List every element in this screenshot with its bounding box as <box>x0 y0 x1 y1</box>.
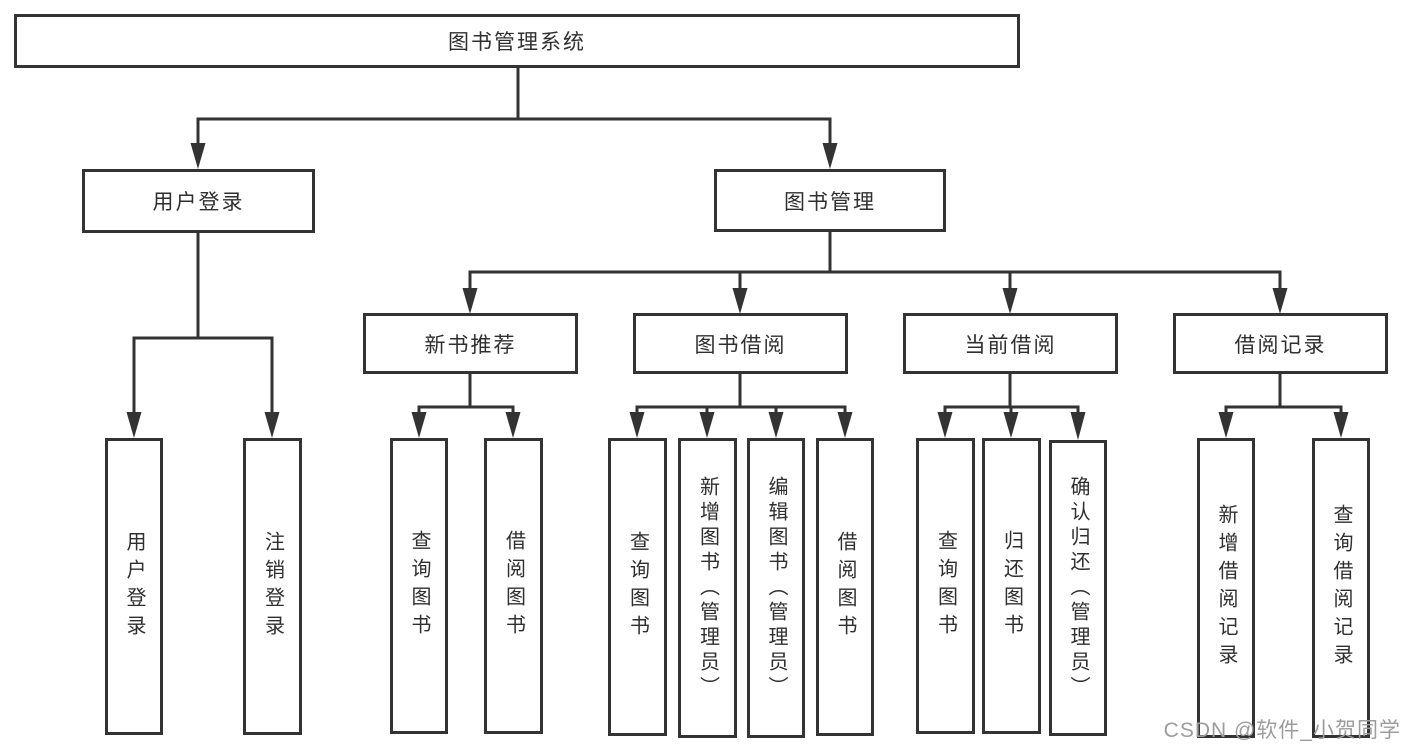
leaf-borrow-books: 借阅图书 <box>816 438 874 736</box>
leaf-borrow-books: 借阅图书 <box>484 438 543 734</box>
node-borrowing-records: 借阅记录 <box>1173 313 1388 374</box>
csdn-watermark: CSDN @软件_小贺同学 <box>1163 719 1401 742</box>
leaf-query-books: 查询图书 <box>916 438 975 734</box>
node-user-login: 用户登录 <box>82 169 315 233</box>
node-library-management-system: 图书管理系统 <box>14 14 1020 68</box>
leaf-query-borrow-record: 查询借阅记录 <box>1312 438 1370 738</box>
leaf-return-book: 归还图书 <box>982 438 1041 734</box>
leaf-add-book-admin: 新增图书（管理员） <box>678 438 737 738</box>
node-new-book-recommendation: 新书推荐 <box>363 313 578 374</box>
node-current-borrowing: 当前借阅 <box>903 313 1118 374</box>
leaf-add-borrow-record: 新增借阅记录 <box>1197 438 1255 738</box>
leaf-query-books: 查询图书 <box>390 438 448 734</box>
leaf-logout: 注销登录 <box>243 438 302 735</box>
node-book-borrowing: 图书借阅 <box>633 313 848 374</box>
leaf-confirm-return-admin: 确认归还（管理员） <box>1049 440 1107 736</box>
leaf-edit-book-admin: 编辑图书（管理员） <box>747 438 805 738</box>
node-book-management: 图书管理 <box>714 169 946 232</box>
leaf-user-login: 用户登录 <box>105 438 163 735</box>
leaf-query-books: 查询图书 <box>608 438 667 736</box>
